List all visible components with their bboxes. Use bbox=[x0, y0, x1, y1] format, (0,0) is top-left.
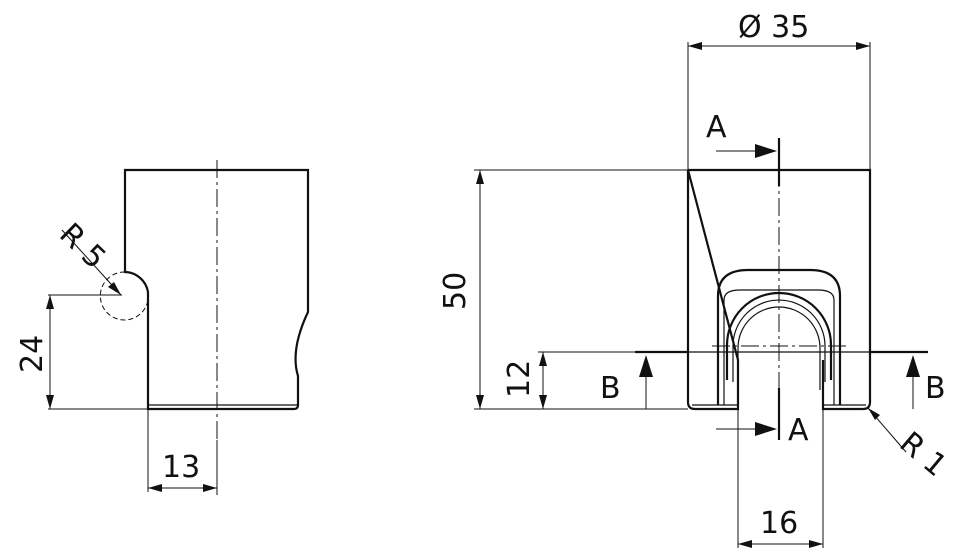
diameter-label: Ø 35 bbox=[738, 10, 809, 45]
height-50-arrow-top bbox=[476, 170, 484, 184]
slot-16-arrow-left bbox=[738, 540, 752, 548]
radius-arrow bbox=[108, 282, 121, 295]
height-50-label: 50 bbox=[438, 272, 473, 310]
section-b-arrow-right bbox=[906, 355, 920, 377]
slot-16-label: 16 bbox=[760, 506, 798, 541]
height-24-arrow-bottom bbox=[46, 395, 54, 409]
height-50-arrow-bottom bbox=[476, 395, 484, 409]
section-a-label-bottom: A bbox=[788, 413, 809, 448]
radius-leader bbox=[61, 229, 122, 296]
diameter-arrow-left bbox=[688, 42, 702, 50]
offset-13-arrow-left bbox=[148, 484, 162, 492]
right-view-outline bbox=[686, 168, 872, 411]
slot-arc-inner bbox=[732, 299, 826, 382]
section-b-label-right: B bbox=[925, 371, 946, 406]
offset-13-label: 13 bbox=[162, 450, 200, 485]
corner-radius-arrow bbox=[868, 408, 880, 420]
height-24-arrow-top bbox=[46, 295, 54, 309]
offset-13-arrow-right bbox=[203, 484, 217, 492]
step-12-label: 12 bbox=[502, 360, 537, 398]
slot-16-arrow-right bbox=[809, 540, 823, 548]
corner-radius-label: R 1 bbox=[893, 425, 953, 484]
section-b-arrow-left bbox=[639, 355, 653, 377]
radius-label: R 5 bbox=[52, 217, 112, 277]
step-12-arrow-top bbox=[539, 352, 547, 366]
right-view: B B A A Ø 35 50 12 bbox=[438, 10, 953, 548]
height-24-label: 24 bbox=[15, 335, 50, 373]
section-b-label-left: B bbox=[600, 371, 621, 406]
left-view-hidden-arc bbox=[99, 271, 149, 321]
left-view: R 5 24 13 bbox=[15, 160, 310, 495]
step-12-arrow-bottom bbox=[539, 395, 547, 409]
left-view-outline bbox=[123, 168, 310, 411]
section-a-arrow-top bbox=[755, 144, 777, 158]
diameter-arrow-right bbox=[856, 42, 870, 50]
section-a-label-top: A bbox=[706, 110, 727, 145]
section-a-arrow-bottom bbox=[755, 422, 777, 436]
